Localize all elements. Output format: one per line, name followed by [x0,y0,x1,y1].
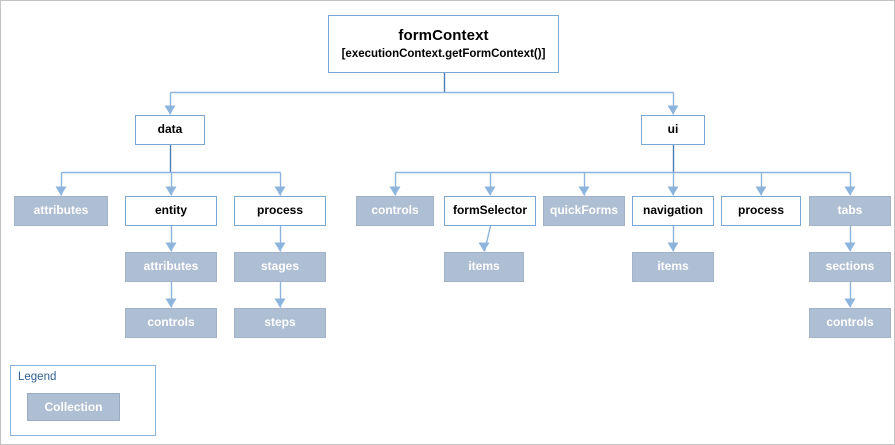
arrowhead-icon [164,105,176,115]
node-label: process [737,203,785,218]
arrowhead-icon [274,186,286,196]
node-label: entity [154,203,187,218]
node-d-attributes[interactable]: attributes [14,196,108,226]
node-tabs-sections[interactable]: sections [809,252,891,282]
node-nav-items[interactable]: items [632,252,714,282]
arrowhead-icon [667,105,679,115]
legend-title: Legend [18,371,57,383]
node-label: attributes [143,259,199,274]
node-label: data [157,122,183,137]
legend-item-label: Collection [44,400,103,414]
arrowhead-icon [667,242,679,252]
node-label: formContext [398,27,489,45]
node-data[interactable]: data [135,115,205,145]
node-sec-controls[interactable]: controls [809,308,891,338]
node-p-stages[interactable]: stages [234,252,326,282]
node-d-process[interactable]: process [234,196,326,226]
arrowhead-icon [165,242,177,252]
connector-line [483,225,492,252]
arrowhead-icon [165,298,177,308]
node-u-navigation[interactable]: navigation [632,196,714,226]
arrowhead-icon [165,186,177,196]
node-sublabel: [executionContext.getFormContext()] [341,47,546,60]
node-label: formSelector [452,203,528,218]
node-label: tabs [837,203,863,218]
node-label: items [657,259,689,274]
node-label: items [468,259,500,274]
arrowhead-icon [484,186,496,196]
node-fs-items[interactable]: items [444,252,524,282]
node-label: attributes [33,203,89,218]
legend-panel: Legend Collection [10,365,156,436]
node-u-process[interactable]: process [721,196,801,226]
arrowhead-icon [389,186,401,196]
node-label: stages [260,259,300,274]
arrowhead-icon [55,186,67,196]
node-label: controls [371,203,419,218]
node-label: ui [667,122,679,137]
node-u-formsel[interactable]: formSelector [444,196,536,226]
arrowhead-icon [667,186,679,196]
legend-item-collection: Collection [27,393,120,421]
node-root[interactable]: formContext [executionContext.getFormCont… [328,15,559,73]
arrowhead-icon [578,186,590,196]
arrowhead-icon [844,242,856,252]
arrowhead-icon [844,186,856,196]
node-u-tabs[interactable]: tabs [809,196,891,226]
node-ui[interactable]: ui [641,115,705,145]
node-label: process [256,203,304,218]
node-e-attributes[interactable]: attributes [125,252,217,282]
arrowhead-icon [274,242,286,252]
node-label: steps [264,315,296,330]
arrowhead-icon [755,186,767,196]
node-label: controls [147,315,195,330]
arrowhead-icon [478,242,490,252]
node-label: navigation [642,203,703,218]
node-u-quickforms[interactable]: quickForms [543,196,625,226]
node-e-controls[interactable]: controls [125,308,217,338]
node-d-entity[interactable]: entity [125,196,217,226]
node-label: quickForms [549,203,618,218]
node-label: controls [826,315,874,330]
arrowhead-icon [844,298,856,308]
arrowhead-icon [274,298,286,308]
node-p-steps[interactable]: steps [234,308,326,338]
node-label: sections [825,259,875,274]
node-u-controls[interactable]: controls [356,196,434,226]
